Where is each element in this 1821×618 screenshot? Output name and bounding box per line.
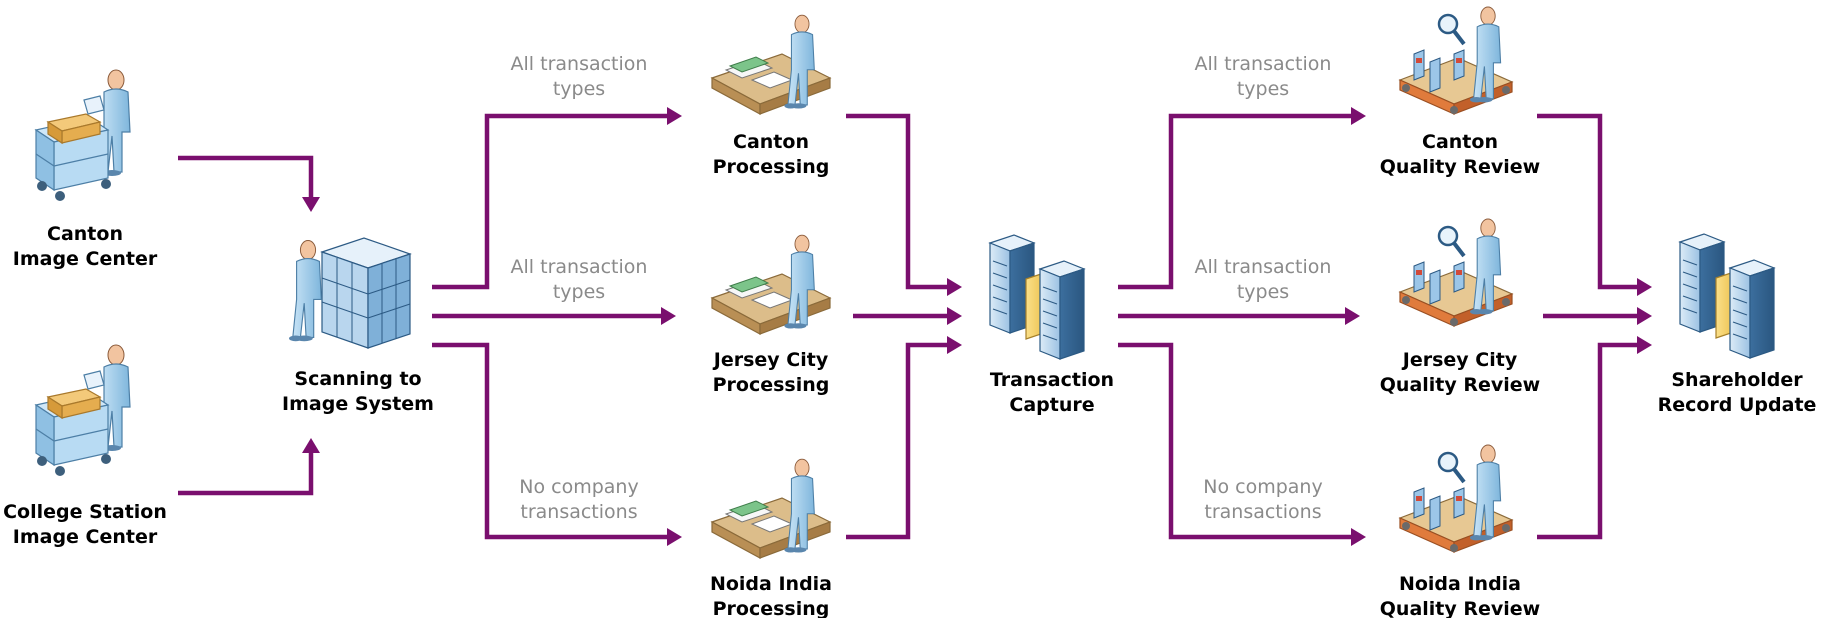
quality-review-conveyor-icon — [1400, 219, 1512, 326]
arrow-canton-center-to-scanning — [178, 155, 320, 212]
arrow-capture-to-jersey-qr — [1118, 307, 1360, 325]
arrow-noida-qr-to-shareholder — [1537, 336, 1652, 540]
arrow-college-center-to-scanning — [178, 438, 320, 496]
arrow-canton-processing-to-capture — [846, 113, 962, 296]
person-cart-icon — [36, 70, 130, 201]
arrow-capture-to-noida-qr — [1118, 342, 1366, 546]
arrow-jersey-qr-to-shareholder — [1543, 307, 1652, 325]
quality-review-conveyor-icon — [1400, 445, 1512, 552]
server-cluster-icon — [990, 235, 1084, 359]
person-desk-icon — [712, 235, 830, 334]
server-cluster-icon — [1680, 234, 1774, 358]
arrow-noida-processing-to-capture — [846, 336, 962, 540]
quality-review-conveyor-icon — [1400, 7, 1512, 114]
arrow-capture-to-canton-qr — [1118, 107, 1366, 290]
person-desk-icon — [712, 15, 830, 114]
node-icons — [36, 7, 1774, 558]
person-desk-icon — [712, 459, 830, 558]
flow-arrows — [178, 107, 1652, 546]
person-cart-icon — [36, 345, 130, 476]
arrow-jersey-processing-to-capture — [853, 307, 962, 325]
arrow-scanning-to-noida-processing — [432, 342, 682, 546]
person-server-rack-icon — [289, 238, 410, 348]
arrow-scanning-to-jersey-processing — [432, 307, 676, 325]
arrow-canton-qr-to-shareholder — [1537, 113, 1652, 296]
arrow-scanning-to-canton-processing — [432, 107, 682, 290]
